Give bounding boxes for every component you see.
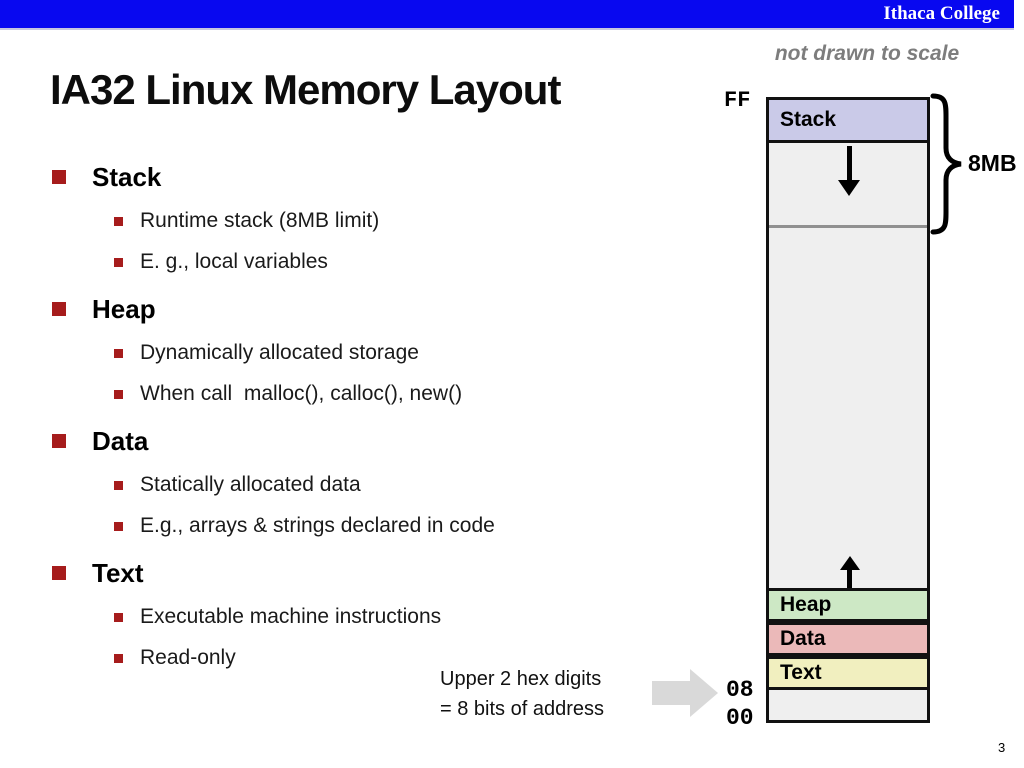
address-low-labels: 08 00 (726, 676, 754, 732)
heap-segment-label: Heap (780, 593, 832, 616)
bullet-label: Stack (92, 161, 162, 192)
data-segment: Data (766, 622, 930, 656)
sub-bullet-square-icon (114, 521, 123, 531)
scale-note: not drawn to scale (774, 42, 960, 65)
heap-segment: Heap (766, 588, 930, 622)
stack-segment-label: Stack (780, 108, 837, 131)
sub-bullet-text: E.g., arrays & strings declared in code (140, 514, 495, 537)
sub-bullet-text: Statically allocated data (140, 473, 361, 496)
header-bar: Ithaca College (0, 0, 1014, 30)
address-ff-label: FF (724, 88, 751, 113)
sub-bullet-text: Runtime stack (8MB limit) (140, 209, 380, 232)
sub-bullet-square-icon (114, 612, 123, 622)
sub-bullet-item: When call malloc(), calloc(), new() (114, 380, 692, 408)
text-segment: Text (766, 656, 930, 690)
sub-bullet-item: E. g., local variables (114, 248, 692, 276)
data-segment-label: Data (780, 627, 826, 650)
stack-grow-down-arrowhead-icon (838, 180, 860, 196)
block-arrow-head-icon (690, 669, 718, 717)
stack-segment: Stack (766, 97, 930, 143)
address-08-label: 08 (726, 677, 754, 703)
annotation-line2: = 8 bits of address (440, 698, 604, 720)
page-title: IA32 Linux Memory Layout (50, 66, 561, 113)
bullet-label: Data (92, 425, 149, 456)
bullet-item-text: Text (52, 556, 692, 590)
bullet-square-icon (52, 170, 66, 184)
sub-bullet-item: Read-only (114, 644, 692, 672)
stack-grow-down-arrow-icon (847, 146, 852, 182)
bullet-list: Stack Runtime stack (8MB limit) E. g., l… (52, 160, 692, 672)
bullet-label: Heap (92, 293, 156, 324)
sub-bullet-square-icon (114, 653, 123, 663)
bullet-item-data: Data (52, 424, 692, 458)
bullet-square-icon (52, 434, 66, 448)
sub-bullet-square-icon (114, 257, 123, 267)
sub-bullet-square-icon (114, 389, 123, 399)
brace-8mb-label: 8MB (968, 150, 1017, 176)
sub-bullet-item: Runtime stack (8MB limit) (114, 207, 692, 235)
page-number: 3 (998, 740, 1006, 755)
sub-bullet-text: When call malloc(), calloc(), new() (140, 382, 463, 405)
annotation-line1: Upper 2 hex digits (440, 668, 602, 690)
block-arrow-icon (652, 681, 690, 705)
sub-bullet-text: Dynamically allocated storage (140, 341, 419, 364)
upper-hex-annotation: Upper 2 hex digits = 8 bits of address (440, 664, 604, 724)
bullet-label: Text (92, 557, 144, 588)
address-00-label: 00 (726, 705, 754, 731)
sub-bullet-square-icon (114, 348, 123, 358)
text-segment-label: Text (780, 661, 822, 684)
bullet-square-icon (52, 302, 66, 316)
sub-bullet-square-icon (114, 216, 123, 226)
brace-icon (930, 93, 966, 240)
stack-limit-divider (769, 225, 927, 228)
sub-bullet-item: E.g., arrays & strings declared in code (114, 512, 692, 540)
bullet-item-heap: Heap (52, 292, 692, 326)
bullet-square-icon (52, 566, 66, 580)
sub-bullet-text: Read-only (140, 646, 236, 669)
sub-bullet-item: Executable machine instructions (114, 603, 692, 631)
brand-text: Ithaca College (883, 3, 1000, 24)
heap-grow-up-arrow-icon (847, 568, 852, 588)
sub-bullet-text: E. g., local variables (140, 250, 328, 273)
sub-bullet-text: Executable machine instructions (140, 605, 442, 628)
bullet-item-stack: Stack (52, 160, 692, 194)
heap-grow-up-arrowhead-icon (840, 556, 860, 570)
sub-bullet-item: Dynamically allocated storage (114, 339, 692, 367)
sub-bullet-square-icon (114, 480, 123, 490)
sub-bullet-item: Statically allocated data (114, 471, 692, 499)
